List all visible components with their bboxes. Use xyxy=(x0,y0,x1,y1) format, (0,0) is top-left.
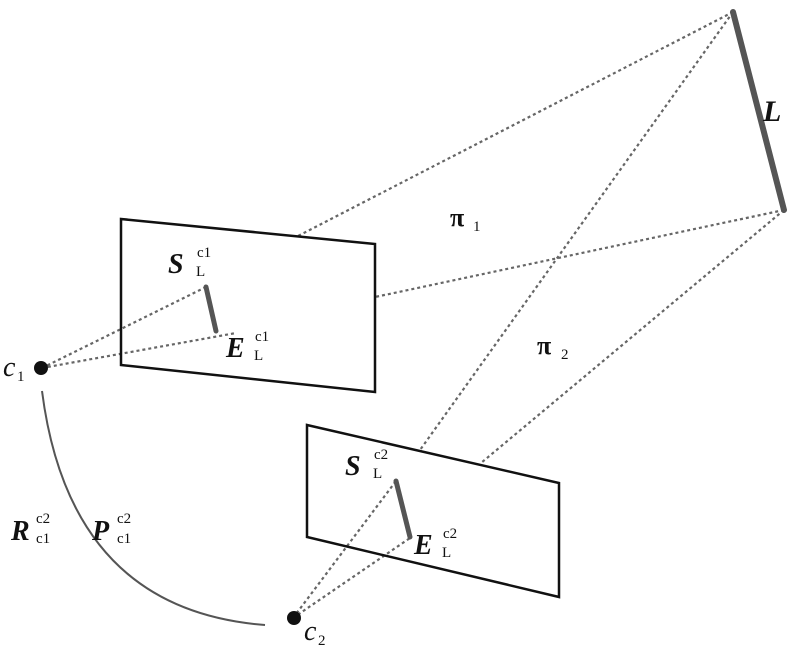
label-c1-sub: 1 xyxy=(17,369,25,385)
ray-bottom-to-plane1 xyxy=(374,208,785,299)
camera-motion-arc xyxy=(41,390,266,626)
label-E-c2-sub: L xyxy=(442,545,451,561)
line-L xyxy=(730,9,787,213)
label-pi-2-sub: 2 xyxy=(561,347,569,363)
label-pi-1-sub: 1 xyxy=(473,219,481,235)
label-E-c2-sup: c2 xyxy=(443,526,457,542)
label-E-c1: E xyxy=(225,333,245,364)
label-S-c2-sub: L xyxy=(373,466,382,482)
label-S-c1: S xyxy=(168,249,184,280)
ray-top-to-plane1 xyxy=(297,11,734,237)
projected-segment-2 xyxy=(393,478,413,540)
label-R-sup: c2 xyxy=(36,511,50,527)
label-c2-sub: 2 xyxy=(318,633,326,649)
projected-segment-1 xyxy=(203,284,219,334)
label-S-c1-sub: L xyxy=(196,264,205,280)
label-P: P xyxy=(91,516,110,547)
label-R-sub: c1 xyxy=(36,531,50,547)
label-c1: c xyxy=(3,352,16,383)
image-plane-1 xyxy=(119,217,377,394)
label-E-c1-sup: c1 xyxy=(255,329,269,345)
ray-c1-to-s1 xyxy=(41,286,207,369)
label-R: R xyxy=(10,516,30,547)
label-P-sub: c1 xyxy=(117,531,131,547)
label-S-c2-sup: c2 xyxy=(374,447,388,463)
camera-center-1 xyxy=(34,361,48,375)
label-P-sup: c2 xyxy=(117,511,131,527)
label-pi-1: π xyxy=(450,203,464,232)
label-E-c1-sub: L xyxy=(254,348,263,364)
ray-c2-to-e2 xyxy=(292,537,411,619)
ray-c1-to-e1 xyxy=(41,331,237,370)
camera-center-2 xyxy=(287,611,301,625)
image-plane-2 xyxy=(305,423,561,599)
ray-bottom-to-plane2 xyxy=(480,209,785,464)
label-S-c2: S xyxy=(345,451,361,482)
label-c2: c xyxy=(304,616,317,647)
ray-c2-to-s2 xyxy=(292,480,397,619)
label-pi-2: π xyxy=(537,331,551,360)
label-L: L xyxy=(762,95,781,128)
label-S-c1-sup: c1 xyxy=(197,245,211,261)
label-E-c2: E xyxy=(413,530,433,561)
